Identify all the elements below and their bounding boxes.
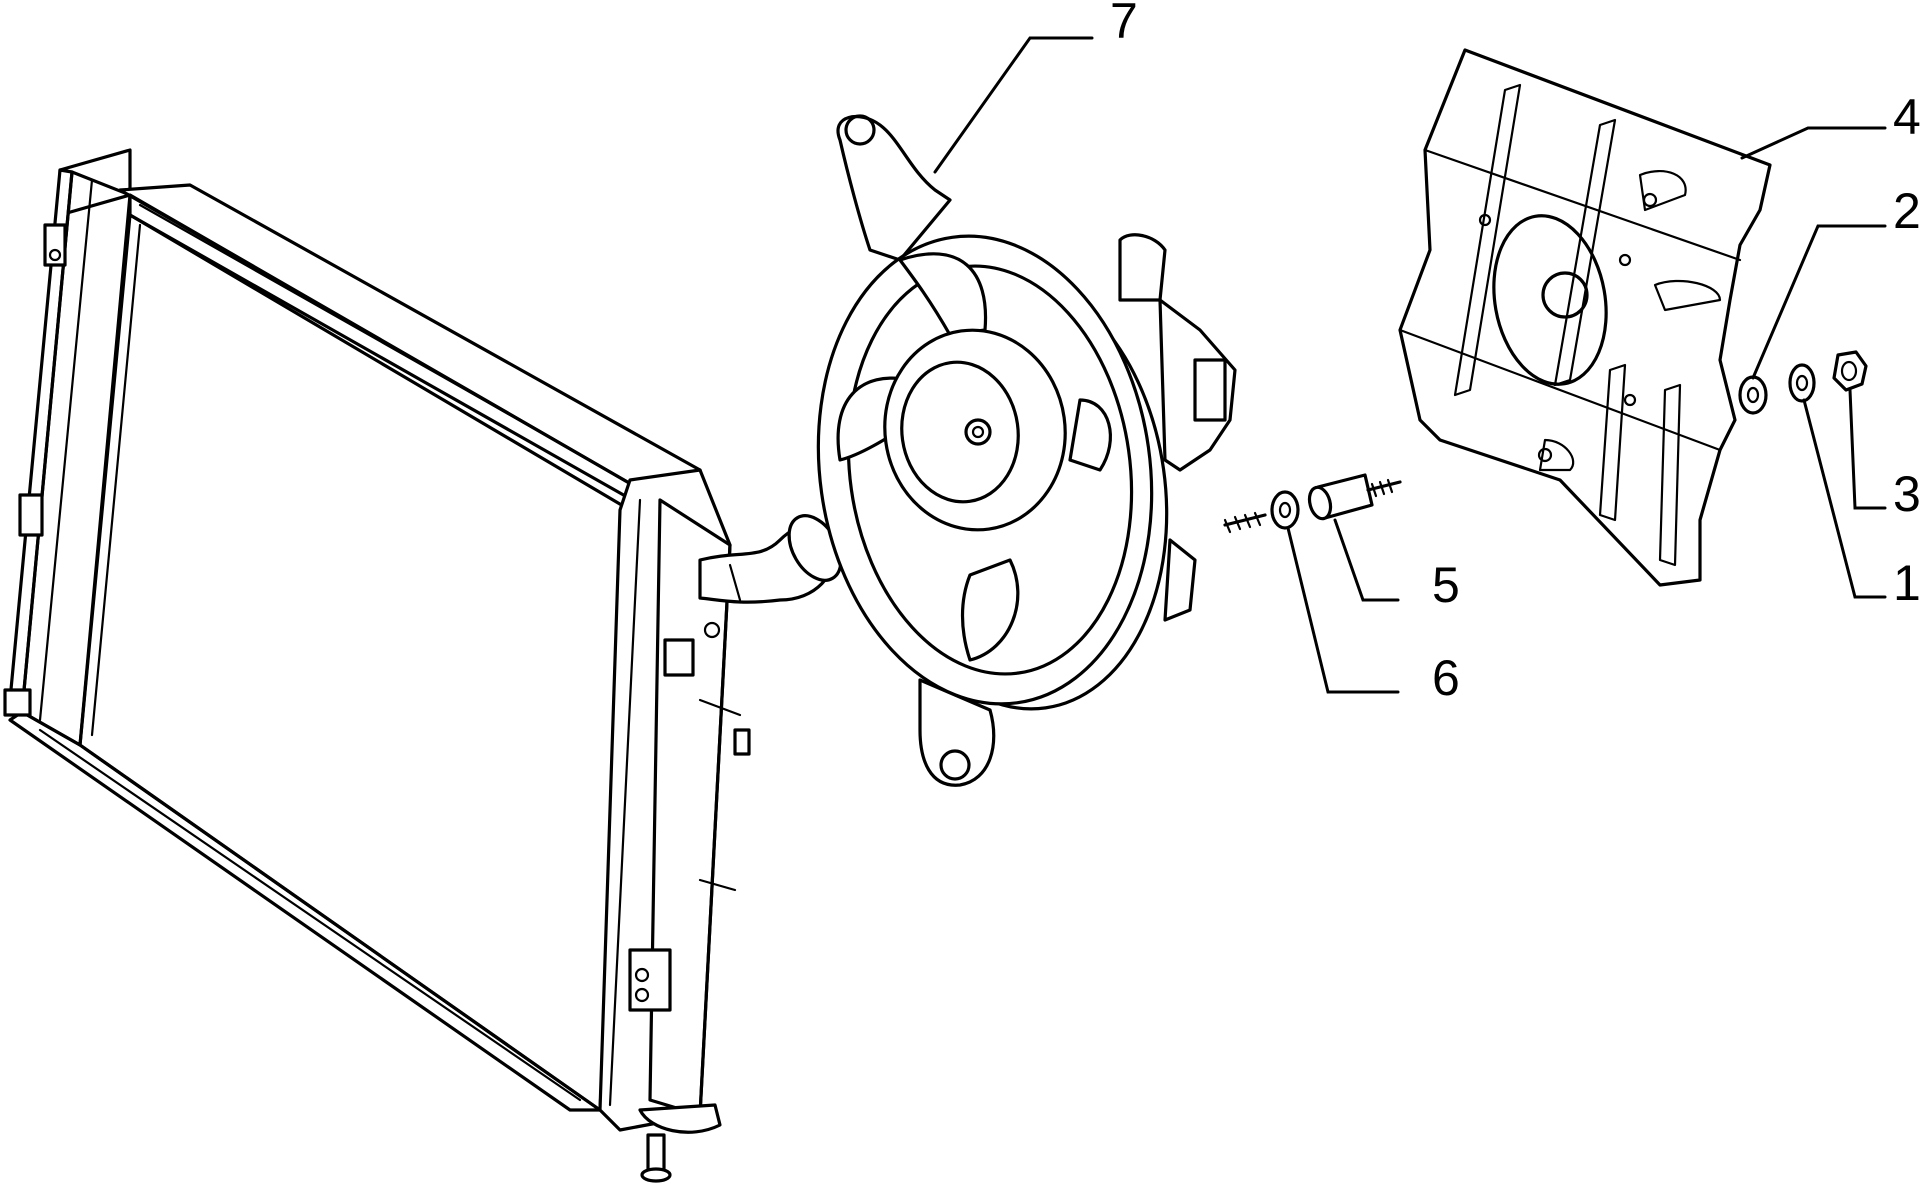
callout-2: 2 <box>1893 183 1921 239</box>
callout-3: 3 <box>1893 466 1921 522</box>
callout-4: 4 <box>1893 89 1921 145</box>
fan-assembly <box>816 114 1267 787</box>
washer-1 <box>1788 363 1816 403</box>
callout-6: 6 <box>1432 650 1460 706</box>
radiator <box>3 148 843 1183</box>
callout-7: 7 <box>1110 0 1138 49</box>
washer-2 <box>1738 375 1768 415</box>
callout-5: 5 <box>1432 557 1460 613</box>
leader-lines <box>933 36 1887 694</box>
washer-6 <box>1270 490 1300 530</box>
spacer-stud <box>1307 473 1402 521</box>
nut-3 <box>1832 350 1868 392</box>
fan-cover-plate <box>1398 48 1772 587</box>
callout-1: 1 <box>1893 555 1921 611</box>
